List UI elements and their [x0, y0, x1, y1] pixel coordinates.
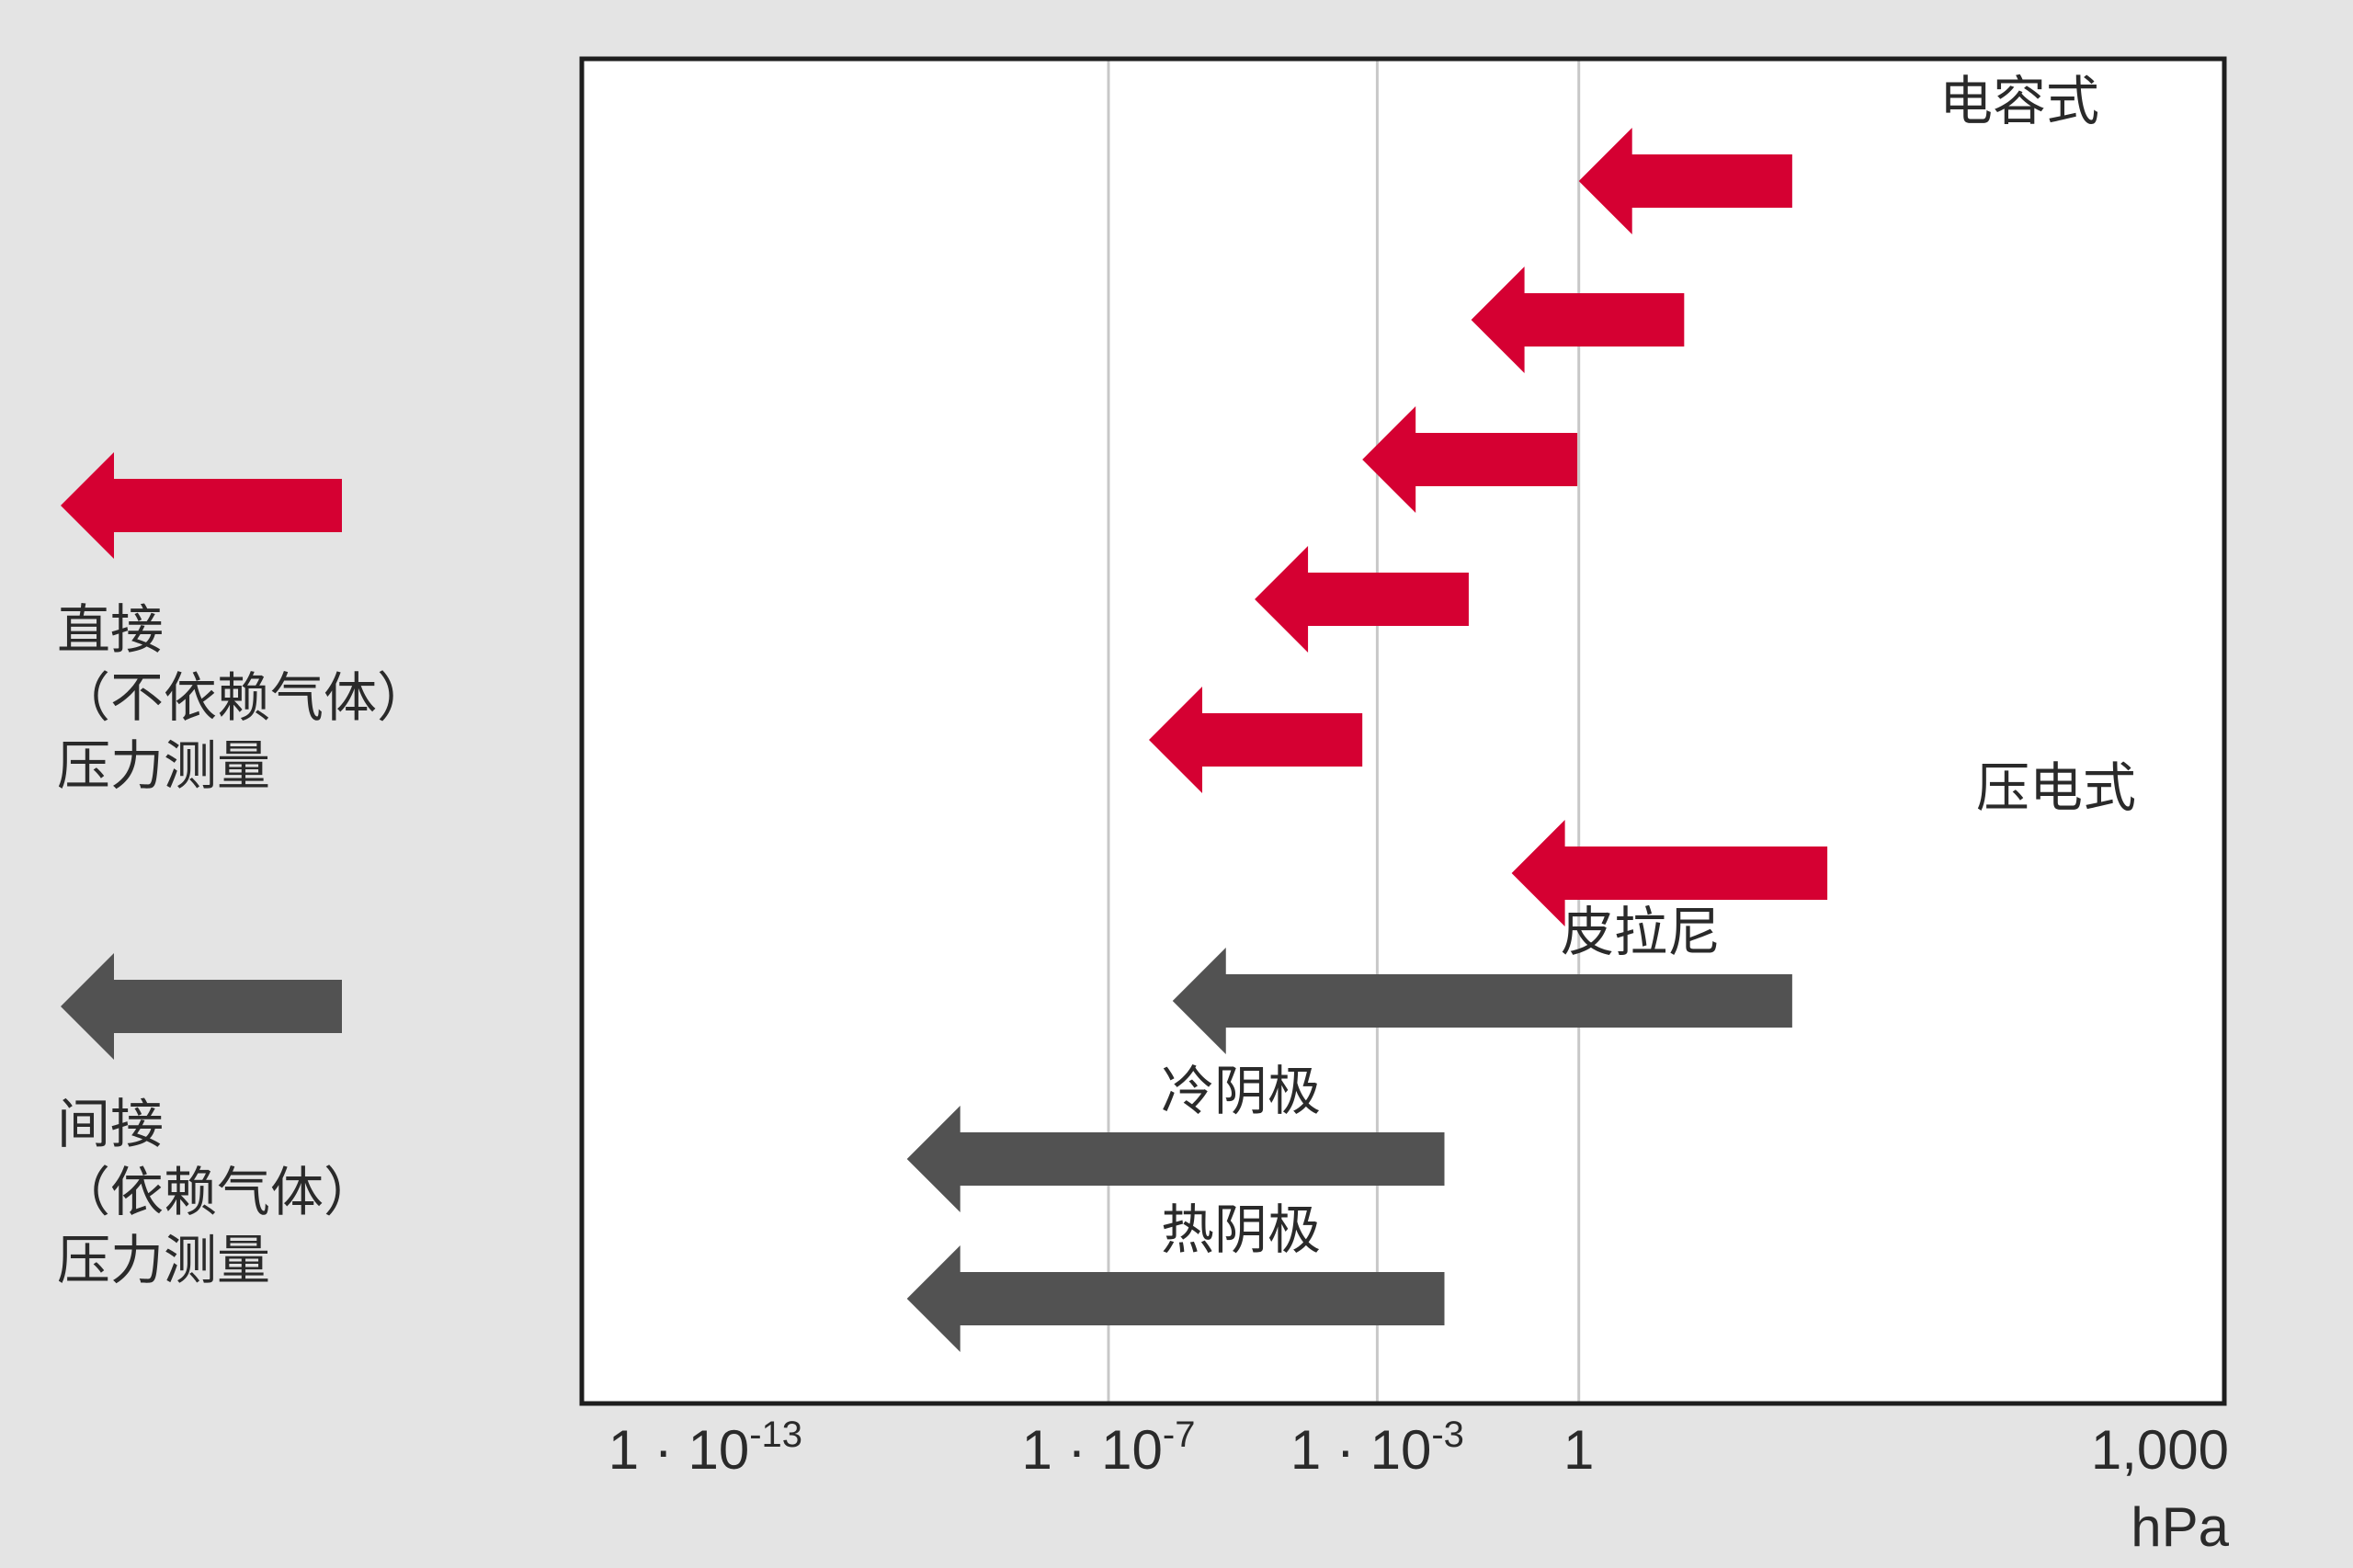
range-bar-label-6: 压电式 — [1976, 756, 2136, 819]
range-bar-9 — [906, 1245, 1445, 1352]
range-bar-label-8: 冷阴极 — [1161, 1060, 1321, 1122]
legend-indirect-line-1: 间接 — [57, 1093, 165, 1155]
range-bar-7 — [1172, 948, 1792, 1054]
range-bar-5 — [1149, 687, 1363, 793]
range-bar-6 — [1511, 820, 1828, 926]
plot-frame — [579, 56, 2227, 1406]
plot-area — [582, 59, 2224, 1403]
range-bar-4 — [1255, 546, 1469, 653]
x-axis-unit-label: hPa — [2131, 1496, 2229, 1558]
legend-direct-label: 直接 （不依赖气体） 压力测量 — [57, 596, 430, 800]
range-bar-label-7: 皮拉尼 — [1561, 901, 1721, 963]
legend-indirect-arrow-icon — [61, 953, 342, 1060]
range-bar-2 — [1471, 267, 1685, 373]
x-tick-label-3: 1 · 10-3 — [1290, 1415, 1464, 1481]
arrow-left-icon — [61, 953, 342, 1060]
legend-indirect-label: 间接 （依赖气体） 压力测量 — [57, 1090, 377, 1294]
legend-direct-line-2: （不依赖气体） — [57, 666, 431, 729]
legend-direct-line-3: 压力测量 — [57, 734, 271, 797]
legend-indirect-line-2: （依赖气体） — [57, 1161, 378, 1223]
legend-indirect-line-3: 压力测量 — [57, 1229, 271, 1291]
range-bar-8 — [906, 1106, 1445, 1212]
x-tick-label-2: 1 · 10-7 — [1021, 1415, 1195, 1481]
arrow-left-icon — [61, 452, 342, 559]
range-bar-3 — [1362, 406, 1578, 513]
range-bar-1 — [1578, 128, 1792, 234]
legend-direct-line-1: 直接 — [57, 598, 165, 661]
x-tick-label-4: 1 — [1563, 1419, 1594, 1481]
x-tick-label-1: 1 · 10-13 — [608, 1415, 802, 1481]
x-tick-label-5: 1,000 — [2091, 1419, 2229, 1481]
range-bar-label-1: 电容式 — [1939, 70, 2099, 132]
legend-direct-arrow-icon — [61, 452, 342, 559]
range-bar-label-9: 热阴极 — [1161, 1199, 1321, 1261]
